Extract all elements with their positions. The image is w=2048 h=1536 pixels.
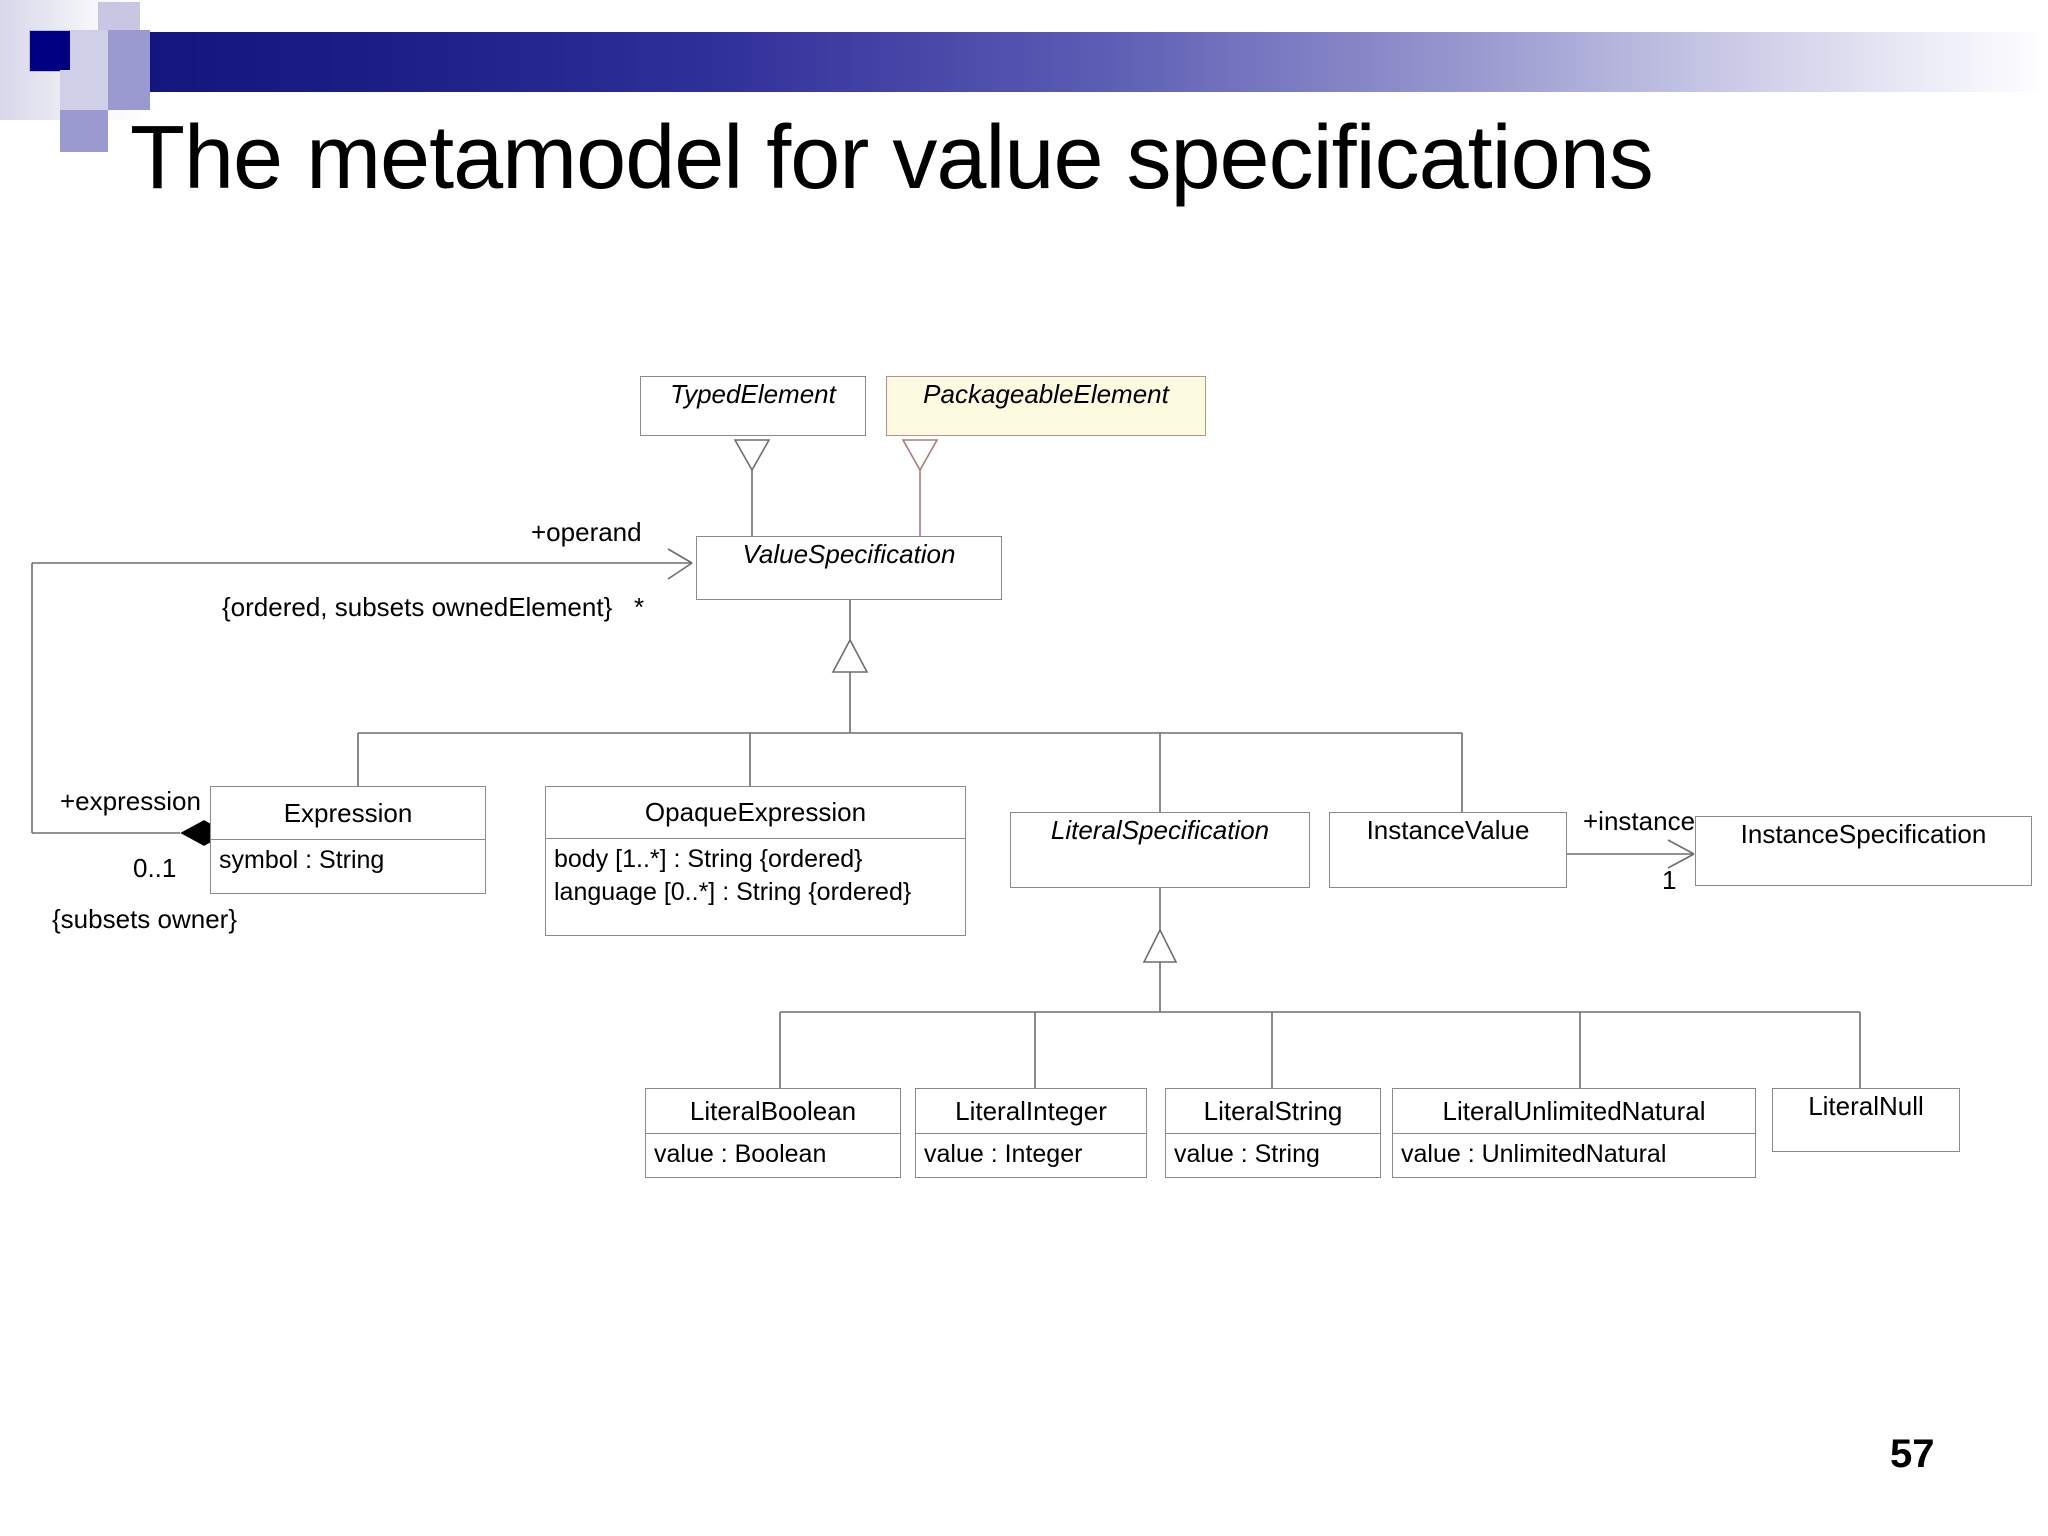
header-square-lavender-b [60,70,108,110]
attribute-literal-string-value: value : String [1174,1140,1320,1168]
association-constraint-subsets-owner: {subsets owner} [52,904,238,934]
page-title: The metamodel for value specifications [130,108,1654,208]
header-square-lavender-a [70,30,108,70]
class-box-expression[interactable]: Expression symbol : String [210,786,486,894]
class-box-instance-specification[interactable]: InstanceSpecification [1695,816,2032,886]
class-name-literal-string: LiteralString [1166,1089,1380,1134]
association-multiplicity-star: * [634,592,645,622]
class-attributes-literal-boolean: value : Boolean [646,1134,900,1177]
attribute-opaque-language: language [0..*] : String {ordered} [554,878,912,906]
class-box-opaque-expression[interactable]: OpaqueExpression body [1..*] : String {o… [545,786,966,936]
class-box-value-specification[interactable]: ValueSpecification [696,536,1002,600]
attribute-opaque-body: body [1..*] : String {ordered} [554,845,863,873]
class-name-literal-boolean: LiteralBoolean [646,1089,900,1134]
class-name-packageable-element: PackageableElement [923,379,1169,409]
class-attributes-expression: symbol : String [211,840,485,883]
association-label-instance: +instance [1583,806,1696,836]
class-attributes-literal-string: value : String [1166,1134,1380,1177]
class-name-literal-specification: LiteralSpecification [1050,815,1270,845]
association-label-operand: +operand [531,517,642,547]
class-box-instance-value[interactable]: InstanceValue [1329,812,1567,888]
class-box-typed-element[interactable]: TypedElement [640,376,866,436]
class-attributes-literal-unlimited-natural: value : UnlimitedNatural [1393,1134,1755,1177]
header-square-medium-b [108,70,150,110]
attribute-literal-integer-value: value : Integer [924,1140,1083,1168]
association-label-expression: +expression [60,786,201,816]
class-attributes-literal-integer: value : Integer [916,1134,1146,1177]
class-box-literal-specification[interactable]: LiteralSpecification [1010,812,1310,888]
header-square-medium-a [108,30,150,70]
class-name-typed-element: TypedElement [670,379,836,409]
class-name-literal-null: LiteralNull [1808,1091,1924,1121]
page-number: 57 [1890,1432,1935,1476]
class-box-literal-boolean[interactable]: LiteralBoolean value : Boolean [645,1088,901,1178]
attribute-literal-unlimited-natural-value: value : UnlimitedNatural [1401,1140,1667,1168]
association-multiplicity-zero-one: 0..1 [133,853,177,883]
class-name-value-specification: ValueSpecification [742,539,956,569]
attribute-expression-symbol: symbol : String [219,846,385,874]
class-name-expression: Expression [211,787,485,840]
header-gradient-bar [150,32,2048,92]
class-box-packageable-element[interactable]: PackageableElement [886,376,1206,436]
association-multiplicity-one: 1 [1662,865,1677,895]
class-name-literal-integer: LiteralInteger [916,1089,1146,1134]
class-box-literal-string[interactable]: LiteralString value : String [1165,1088,1381,1178]
association-constraint-ordered-subsets-ownedelement: {ordered, subsets ownedElement} [222,592,613,622]
class-name-instance-specification: InstanceSpecification [1740,819,1987,849]
class-box-literal-integer[interactable]: LiteralInteger value : Integer [915,1088,1147,1178]
class-name-literal-unlimited-natural: LiteralUnlimitedNatural [1393,1089,1755,1134]
class-attributes-opaque-expression: body [1..*] : String {ordered} language … [546,839,965,915]
class-box-literal-unlimited-natural[interactable]: LiteralUnlimitedNatural value : Unlimite… [1392,1088,1756,1178]
header-square-medium-c [60,110,108,152]
class-name-instance-value: InstanceValue [1366,815,1530,845]
class-name-opaque-expression: OpaqueExpression [546,787,965,839]
class-box-literal-null[interactable]: LiteralNull [1772,1088,1960,1152]
attribute-literal-boolean-value: value : Boolean [654,1140,827,1168]
